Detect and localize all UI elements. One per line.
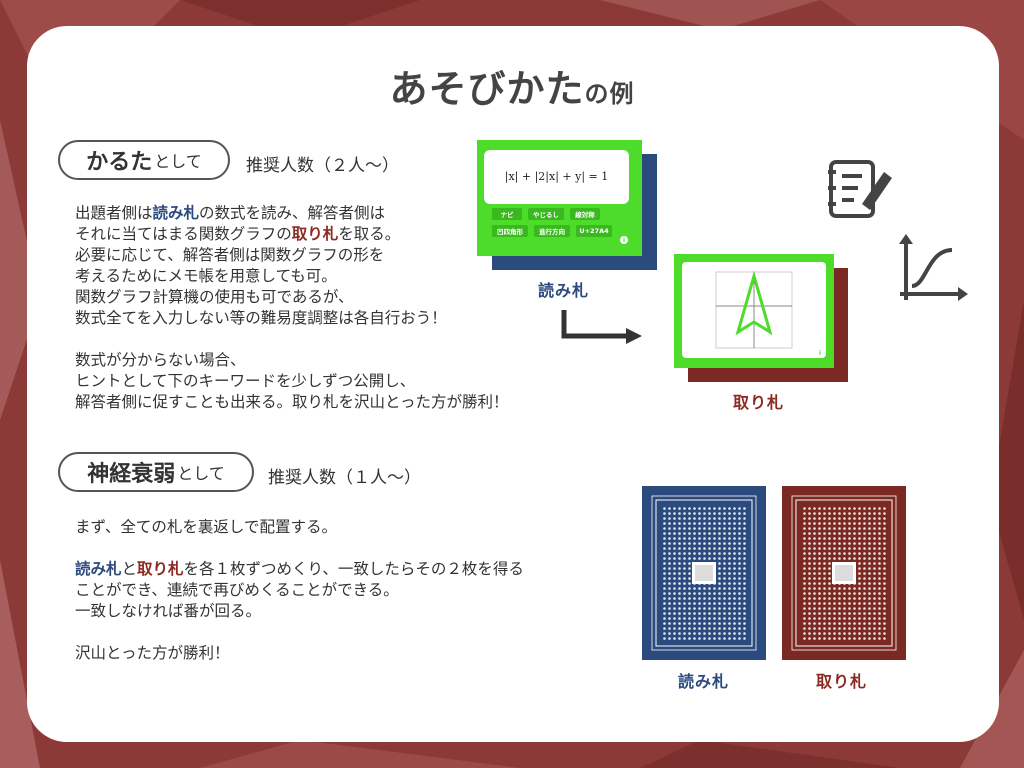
karuta-heading-main: かるた — [86, 150, 153, 175]
shinkei-text: まず、全ての札を裏返しで配置する。 — [75, 518, 337, 536]
karuta-description: 出題者側は読み札の数式を読み、解答者側はそれに当てはまる関数グラフの取り札を取る… — [75, 203, 509, 413]
shinkei-line: 沢山とった方が勝利！ — [75, 643, 524, 664]
shinkei-text: を各１枚ずつめくり、一致したらその２枚を得る — [183, 560, 524, 578]
take-card-back — [782, 486, 906, 660]
shinkei-description: まず、全ての札を裏返しで配置する。読み札と取り札を各１枚ずつめくり、一致したらそ… — [75, 517, 524, 664]
karuta-line: 解答者側に促すことも出来る。取り札を沢山とった方が勝利！ — [75, 392, 509, 413]
chip-senntaishou: 線対称 — [570, 208, 600, 220]
karuta-line: 考えるためにメモ帳を用意しても可。 — [75, 266, 509, 287]
karuta-text: それに当てはまる関数グラフの — [75, 225, 292, 243]
memo-pen-icon — [828, 160, 892, 218]
karuta-text: の数式を読み、解答者側は — [199, 204, 386, 222]
page-title: あそびかたの例 — [0, 58, 1024, 113]
karuta-text: 関数グラフ計算機の使用も可であるが、 — [75, 288, 354, 306]
karuta-line — [75, 329, 509, 350]
shinkei-line — [75, 538, 524, 559]
karuta-recommended-players: 推奨人数（２人〜） — [246, 156, 399, 176]
chip-unicode: U+27A4 — [576, 225, 612, 237]
shinkei-line: 一致しなければ番が回る。 — [75, 601, 524, 622]
shinkei-text: 沢山とった方が勝利！ — [75, 644, 230, 662]
karuta-line: ヒントとして下のキーワードを少しずつ公開し、 — [75, 371, 509, 392]
karuta-text: ヒントとして下のキーワードを少しずつ公開し、 — [75, 372, 416, 390]
shinkei-line: 読み札と取り札を各１枚ずつめくり、一致したらその２枚を得る — [75, 559, 524, 580]
title-main: あそびかた — [389, 67, 585, 111]
shinkei-line: まず、全ての札を裏返しで配置する。 — [75, 517, 524, 538]
chip-navi: ナビ — [492, 208, 522, 220]
take-card-label: 取り札 — [733, 393, 785, 412]
title-suffix: の例 — [584, 80, 635, 108]
karuta-heading-suffix: として — [154, 152, 202, 171]
karuta-line: 数式が分からない場合、 — [75, 350, 509, 371]
karuta-text: 数式全てを入力しない等の難易度調整は各自行おう！ — [75, 309, 447, 327]
shinkei-line: ことができ、連続で再びめくることができる。 — [75, 580, 524, 601]
read-card-formula: |x| + |2|x| + y| = 1 — [504, 170, 609, 183]
read-card-label: 読み札 — [538, 281, 590, 300]
read-card-formula-area — [484, 150, 629, 204]
take-card-info-icon: i — [816, 349, 824, 357]
karuta-highlight: 取り札 — [291, 225, 339, 243]
karuta-text: 解答者側に促すことも出来る。取り札を沢山とった方が勝利！ — [75, 393, 509, 411]
karuta-line: 数式全てを入力しない等の難易度調整は各自行おう！ — [75, 308, 509, 329]
shinkei-highlight: 取り札 — [137, 560, 184, 578]
shinkei-text: ことができ、連続で再びめくることができる。 — [75, 581, 399, 599]
shinkei-recommended-players: 推奨人数（１人〜） — [268, 468, 421, 488]
karuta-text: 出題者側は — [75, 204, 153, 222]
karuta-heading: かるたとして — [58, 140, 230, 180]
karuta-line: それに当てはまる関数グラフの取り札を取る。 — [75, 224, 509, 245]
chip-shinkou-houkou: 進行方向 — [534, 225, 570, 237]
shinkei-heading: 神経衰弱として — [58, 452, 254, 492]
graph-curve-icon — [899, 234, 968, 301]
karuta-text: 数式が分からない場合、 — [75, 351, 246, 369]
karuta-line: 出題者側は読み札の数式を読み、解答者側は — [75, 203, 509, 224]
shinkei-heading-suffix: として — [177, 464, 225, 483]
karuta-line: 必要に応じて、解答者側は関数グラフの形を — [75, 245, 509, 266]
shinkei-line — [75, 622, 524, 643]
shinkei-highlight: 読み札 — [75, 560, 122, 578]
take-card-graph — [715, 270, 793, 349]
take-back-label: 取り札 — [816, 672, 868, 691]
chip-yajirushi: やじるし — [528, 208, 564, 220]
read-card-back — [642, 486, 766, 660]
shinkei-text: と — [121, 560, 138, 578]
read-card-info-icon: i — [620, 236, 628, 244]
karuta-text: 必要に応じて、解答者側は関数グラフの形を — [75, 246, 385, 264]
chip-oushikakukei: 凹四角形 — [492, 225, 528, 237]
karuta-line: 関数グラフ計算機の使用も可であるが、 — [75, 287, 509, 308]
karuta-text: を取る。 — [338, 225, 401, 243]
shinkei-text: 一致しなければ番が回る。 — [75, 602, 262, 620]
karuta-text: 考えるためにメモ帳を用意しても可。 — [75, 267, 337, 285]
karuta-highlight: 読み札 — [152, 204, 200, 222]
arrow-right-icon — [561, 310, 642, 344]
read-back-label: 読み札 — [678, 672, 730, 691]
shinkei-heading-main: 神経衰弱 — [87, 462, 176, 487]
